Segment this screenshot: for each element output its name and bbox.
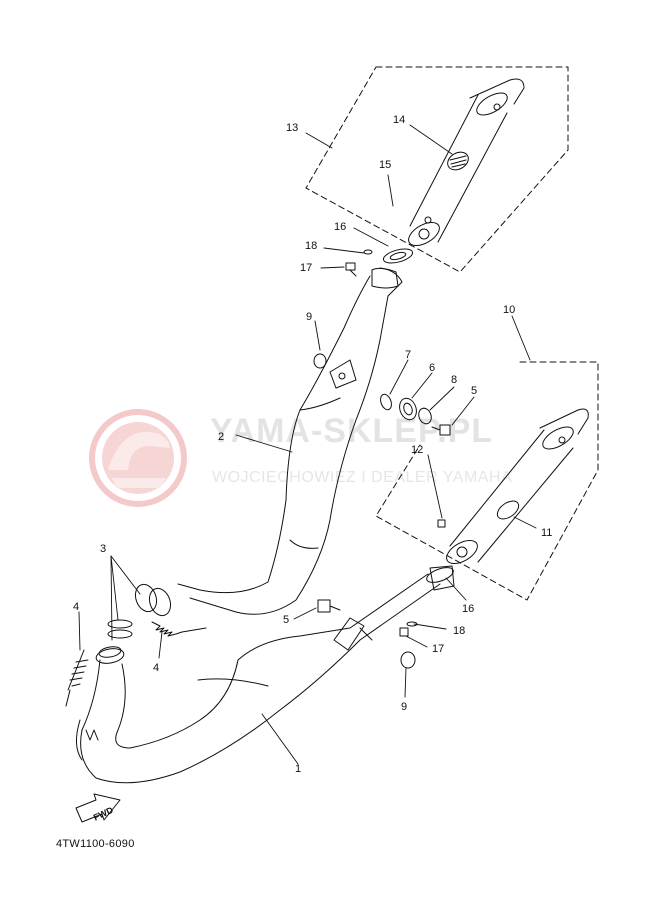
lower-silencer: [446, 408, 589, 565]
callout-3: 3: [100, 543, 106, 555]
callout-2: 2: [218, 431, 224, 443]
lower-silencer-bolt: [437, 519, 446, 528]
upper-nut: [313, 353, 327, 369]
callout-8: 8: [451, 374, 457, 386]
callout-4-left: 4: [73, 601, 79, 613]
upper-gasket: [382, 248, 414, 264]
callout-4-right: 4: [153, 662, 159, 674]
exhaust-pipe-upper: [177, 267, 403, 615]
callout-1: 1: [295, 763, 301, 775]
lower-gasket: [426, 567, 454, 583]
upper-bolt: [345, 249, 373, 277]
springs: [65, 621, 207, 707]
callout-12: 12: [411, 444, 423, 456]
lower-mount-hardware: [317, 599, 418, 669]
callout-5-lower: 5: [283, 614, 289, 626]
silencer-group-box-upper: [305, 66, 569, 273]
callout-10: 10: [503, 304, 515, 316]
mount-hardware: [380, 393, 451, 436]
forward-arrow-icon: FWD: [75, 793, 121, 823]
callout-7: 7: [405, 349, 411, 361]
callout-16-lower: 16: [462, 603, 474, 615]
expansion-chamber: [76, 565, 455, 784]
upper-silencer: [408, 78, 525, 247]
callout-5-upper: 5: [471, 385, 477, 397]
leader-lines: [78, 124, 537, 765]
diagram-code: 4TW1100-6090: [56, 838, 135, 850]
silencer-group-box-lower: [375, 361, 599, 601]
callout-16-upper: 16: [334, 221, 346, 233]
callout-18-lower: 18: [453, 625, 465, 637]
callout-6: 6: [429, 362, 435, 374]
callout-13: 13: [286, 122, 298, 134]
callout-15: 15: [379, 159, 391, 171]
callout-17-lower: 17: [432, 643, 444, 655]
callout-17-upper: 17: [300, 262, 312, 274]
watermark-title: YAMA-SKLEP.PL: [210, 412, 494, 450]
callout-18-upper: 18: [305, 240, 317, 252]
callout-11: 11: [541, 527, 552, 539]
callout-9-upper: 9: [306, 311, 312, 323]
callout-9-lower: 9: [401, 701, 407, 713]
clamp-rings: [107, 583, 172, 639]
callout-14: 14: [393, 114, 405, 126]
